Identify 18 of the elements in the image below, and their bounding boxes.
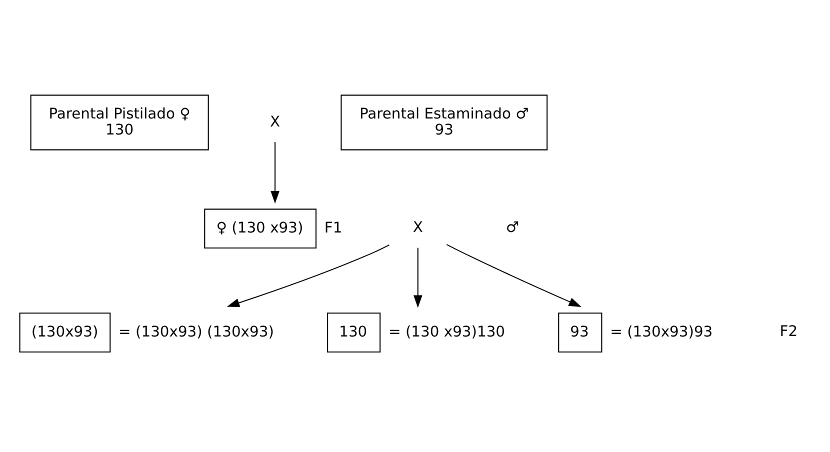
node-box: 93 xyxy=(558,312,602,352)
arrow xyxy=(413,247,422,308)
arrow xyxy=(270,142,280,204)
arrow xyxy=(226,244,390,307)
node-label: F1 xyxy=(324,218,342,236)
node-text: X xyxy=(270,112,280,130)
node-box: 130 xyxy=(327,312,381,352)
label: ♂ xyxy=(506,218,520,236)
node-label: = (130x93)93 xyxy=(610,322,713,340)
label: F2 xyxy=(780,322,798,340)
node-text: X xyxy=(412,218,423,236)
node-label: = (130x93) (130x93) xyxy=(118,322,274,340)
node-box: Parental Estaminado ♂ 93 xyxy=(340,94,548,150)
node-label: = (130 x93)130 xyxy=(388,322,506,340)
node-box: (130x93) xyxy=(19,312,111,352)
arrow xyxy=(446,244,582,306)
node-box: ♀ (130 x93) xyxy=(204,208,317,248)
node-box: Parental Pistilado ♀ 130 xyxy=(30,94,209,150)
